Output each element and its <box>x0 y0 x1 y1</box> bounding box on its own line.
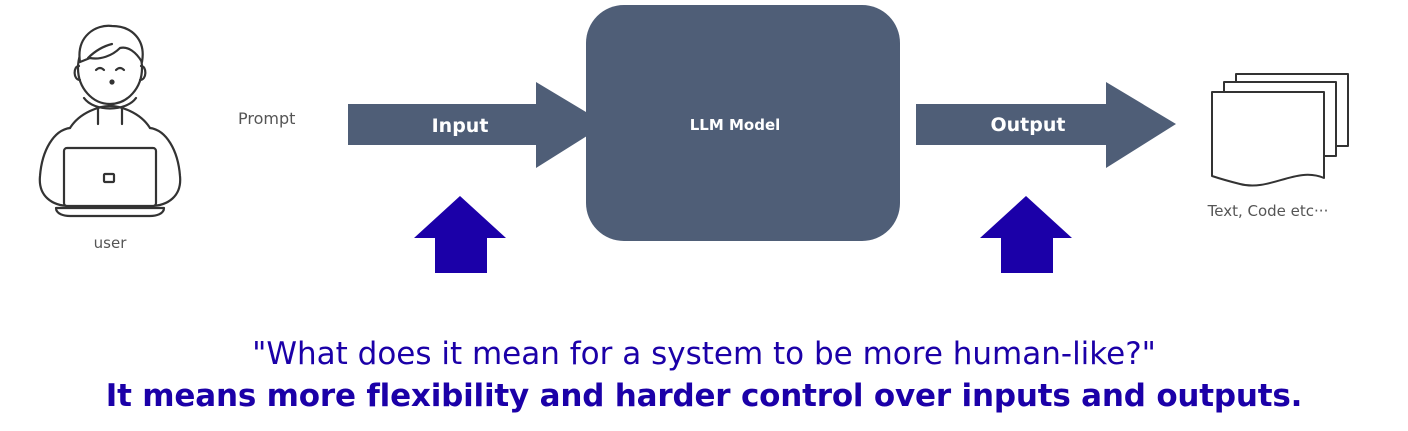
output-label: Output <box>991 114 1066 136</box>
input-arrow <box>348 82 606 168</box>
up-arrow-icon <box>980 196 1072 273</box>
output-examples-label: Text, Code etc··· <box>1207 202 1329 220</box>
up-arrow-icon <box>414 196 506 273</box>
llm-model-box <box>586 5 900 241</box>
stacked-documents-icon <box>1211 73 1349 187</box>
prompt-label: Prompt <box>238 109 295 128</box>
output-arrow <box>916 82 1176 168</box>
user-label: user <box>94 234 128 252</box>
person-with-laptop-icon <box>38 24 182 218</box>
question-caption: "What does it mean for a system to be mo… <box>252 336 1156 372</box>
answer-caption: It means more flexibility and harder con… <box>105 378 1303 414</box>
input-label: Input <box>432 115 489 137</box>
llm-model-label: LLM Model <box>690 116 781 134</box>
